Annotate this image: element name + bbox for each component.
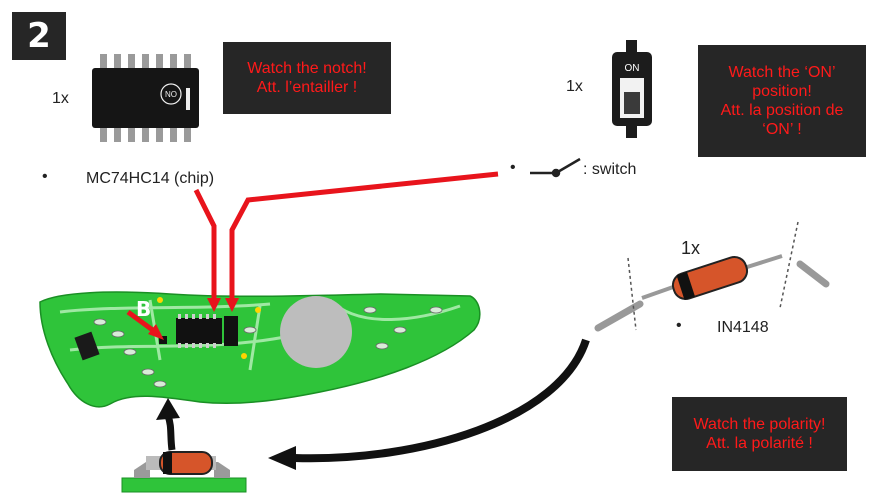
switch-warning-line-1: Watch the ‘ON’	[728, 64, 836, 81]
upward-arrow	[156, 398, 180, 451]
chip-bullet: •	[42, 168, 48, 185]
diode-bullet: •	[676, 317, 682, 334]
chip-warning-line-2: Att. l’entailler !	[256, 79, 358, 96]
mounted-diode-icon	[121, 451, 247, 493]
diode-icon	[594, 221, 830, 332]
chip-icon	[92, 54, 199, 142]
pcb-board	[39, 291, 481, 408]
diode-quantity: 1x	[681, 238, 701, 258]
chip-quantity: 1x	[52, 90, 69, 107]
diode-warning-line-1: Watch the polarity!	[693, 416, 826, 433]
chip-warning-line-1: Watch the notch!	[247, 60, 367, 77]
diode-warning-note: Watch the polarity! Att. la polarité !	[672, 397, 847, 471]
switch-warning-line-2: position!	[752, 83, 812, 100]
chip-marking: NO	[165, 90, 177, 99]
chip-name: MC74HC14 (chip)	[86, 170, 215, 187]
step-number-badge: 2	[12, 12, 66, 60]
switch-label: : switch	[583, 161, 637, 178]
switch-warning-line-4: ‘ON’ !	[762, 121, 802, 138]
switch-symbol-icon	[530, 157, 581, 178]
pcb-letter: B	[136, 297, 151, 321]
diode-name: IN4148	[717, 319, 769, 336]
diode-placement-arrow	[268, 338, 590, 470]
switch-icon	[612, 40, 652, 138]
switch-warning-line-3: Att. la position de	[720, 102, 844, 119]
switch-quantity: 1x	[566, 78, 583, 95]
chip-warning-note: Watch the notch! Att. l’entailler !	[223, 42, 391, 114]
switch-warning-note: Watch the ‘ON’ position! Att. la positio…	[698, 45, 866, 157]
switch-leader-arrow	[225, 171, 499, 312]
chip-leader-arrow	[193, 188, 221, 312]
switch-bullet: •	[510, 159, 516, 176]
diode-warning-line-2: Att. la polarité !	[706, 435, 813, 452]
switch-marking: ON	[625, 63, 640, 74]
